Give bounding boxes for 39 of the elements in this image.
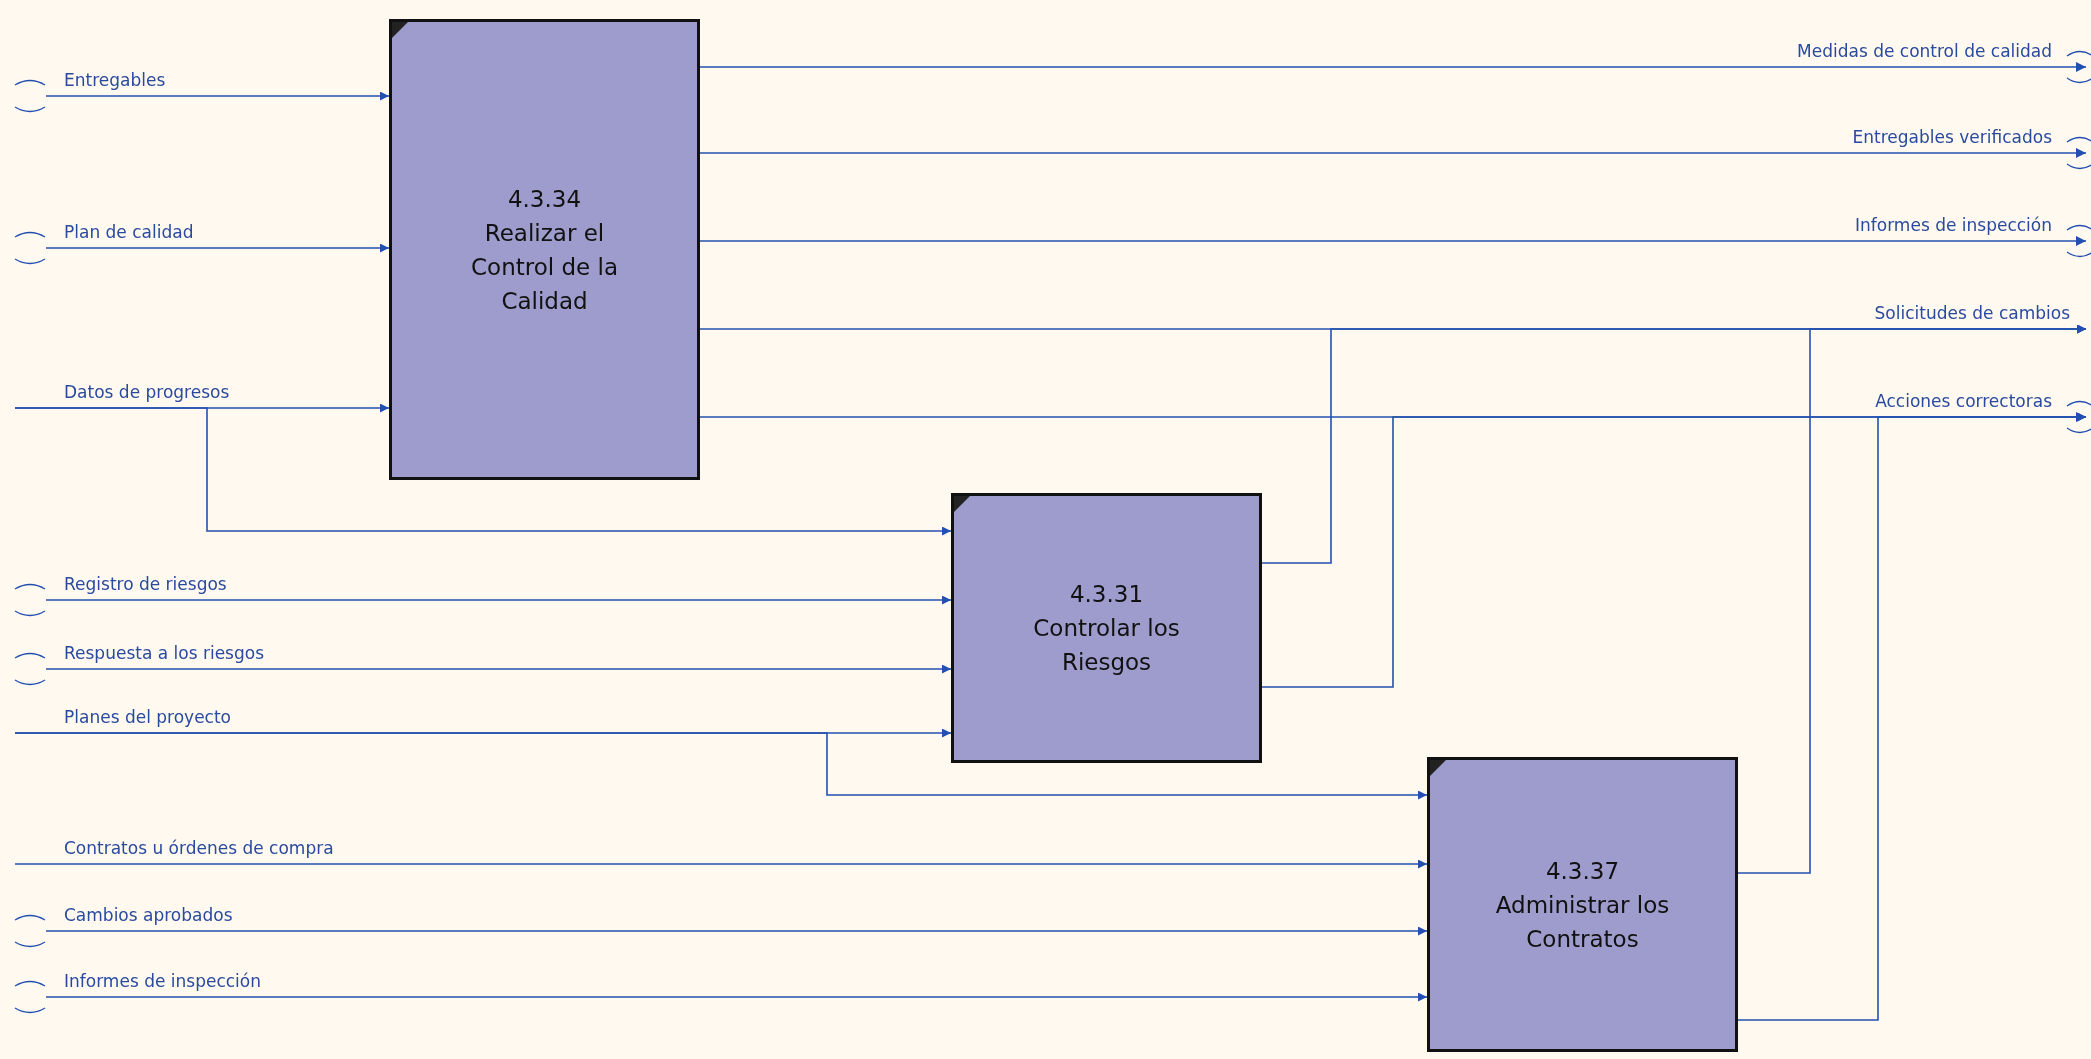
arrow [699, 224, 2091, 258]
tunnel-mark [14, 651, 46, 687]
arrow [699, 400, 2091, 434]
process-number: 4.3.34 [507, 184, 582, 214]
process-name: Administrar los Contratos [1494, 890, 1671, 954]
arrow [45, 926, 1428, 936]
edge-label: Datos de progresos [62, 382, 232, 402]
tunnel-mark [14, 230, 46, 266]
edge-label: Cambios aprobados [62, 905, 235, 925]
edge-label: Respuesta a los riesgos [62, 643, 266, 663]
process-box [1427, 757, 1738, 1052]
process-box [389, 19, 700, 480]
arrow [14, 859, 1428, 869]
edge-label: Registro de riesgos [62, 574, 229, 594]
arrow [45, 243, 390, 253]
arrow [1737, 412, 2087, 1021]
tunnel-mark [14, 913, 46, 949]
process-number: 4.3.37 [1545, 856, 1620, 886]
arrow [45, 664, 952, 674]
process-name: Controlar los Riesgos [1032, 614, 1181, 677]
arrow [14, 407, 952, 536]
edge-label: Contratos u órdenes de compra [62, 838, 336, 858]
edge-label: Informes de inspección [62, 971, 263, 991]
tunnel-mark [14, 582, 46, 618]
tunnel-mark [14, 979, 46, 1015]
arrow [1737, 324, 2087, 874]
tunnel-mark [14, 78, 46, 114]
arrow [699, 136, 2091, 170]
process-name: Realizar el Control de la Calidad [470, 218, 619, 316]
edge-label: Informes de inspección [1853, 215, 2054, 235]
process-number: 4.3.31 [1069, 580, 1144, 609]
arrow [45, 91, 390, 101]
arrow [45, 595, 952, 605]
arrow [699, 50, 2091, 84]
edge-label: Planes del proyecto [62, 707, 233, 727]
arrow [14, 732, 1428, 800]
process-box [951, 493, 1262, 763]
arrow [45, 992, 1428, 1002]
edge-label: Entregables [62, 70, 168, 90]
